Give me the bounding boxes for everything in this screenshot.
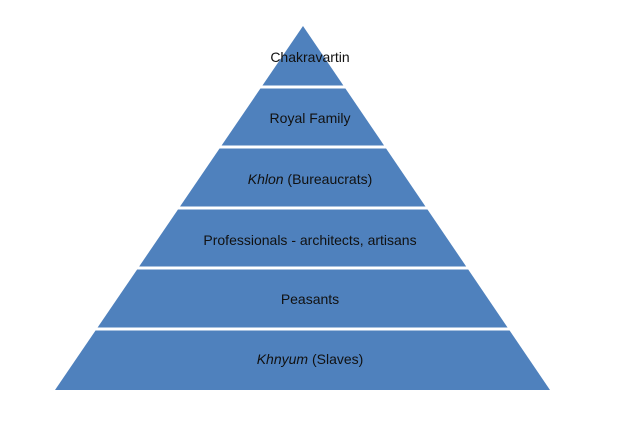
tier-label-slaves: Khnyum (Slaves): [256, 351, 364, 367]
tier-label-professionals: Professionals - architects, artisans: [203, 232, 417, 248]
tier-label-bureaucrats: Khlon (Bureaucrats): [247, 171, 373, 187]
tier-label-royal-family: Royal Family: [269, 110, 351, 126]
tier-label-chakravartin: Chakravartin: [270, 49, 350, 65]
tier-label-peasants: Peasants: [280, 291, 340, 307]
